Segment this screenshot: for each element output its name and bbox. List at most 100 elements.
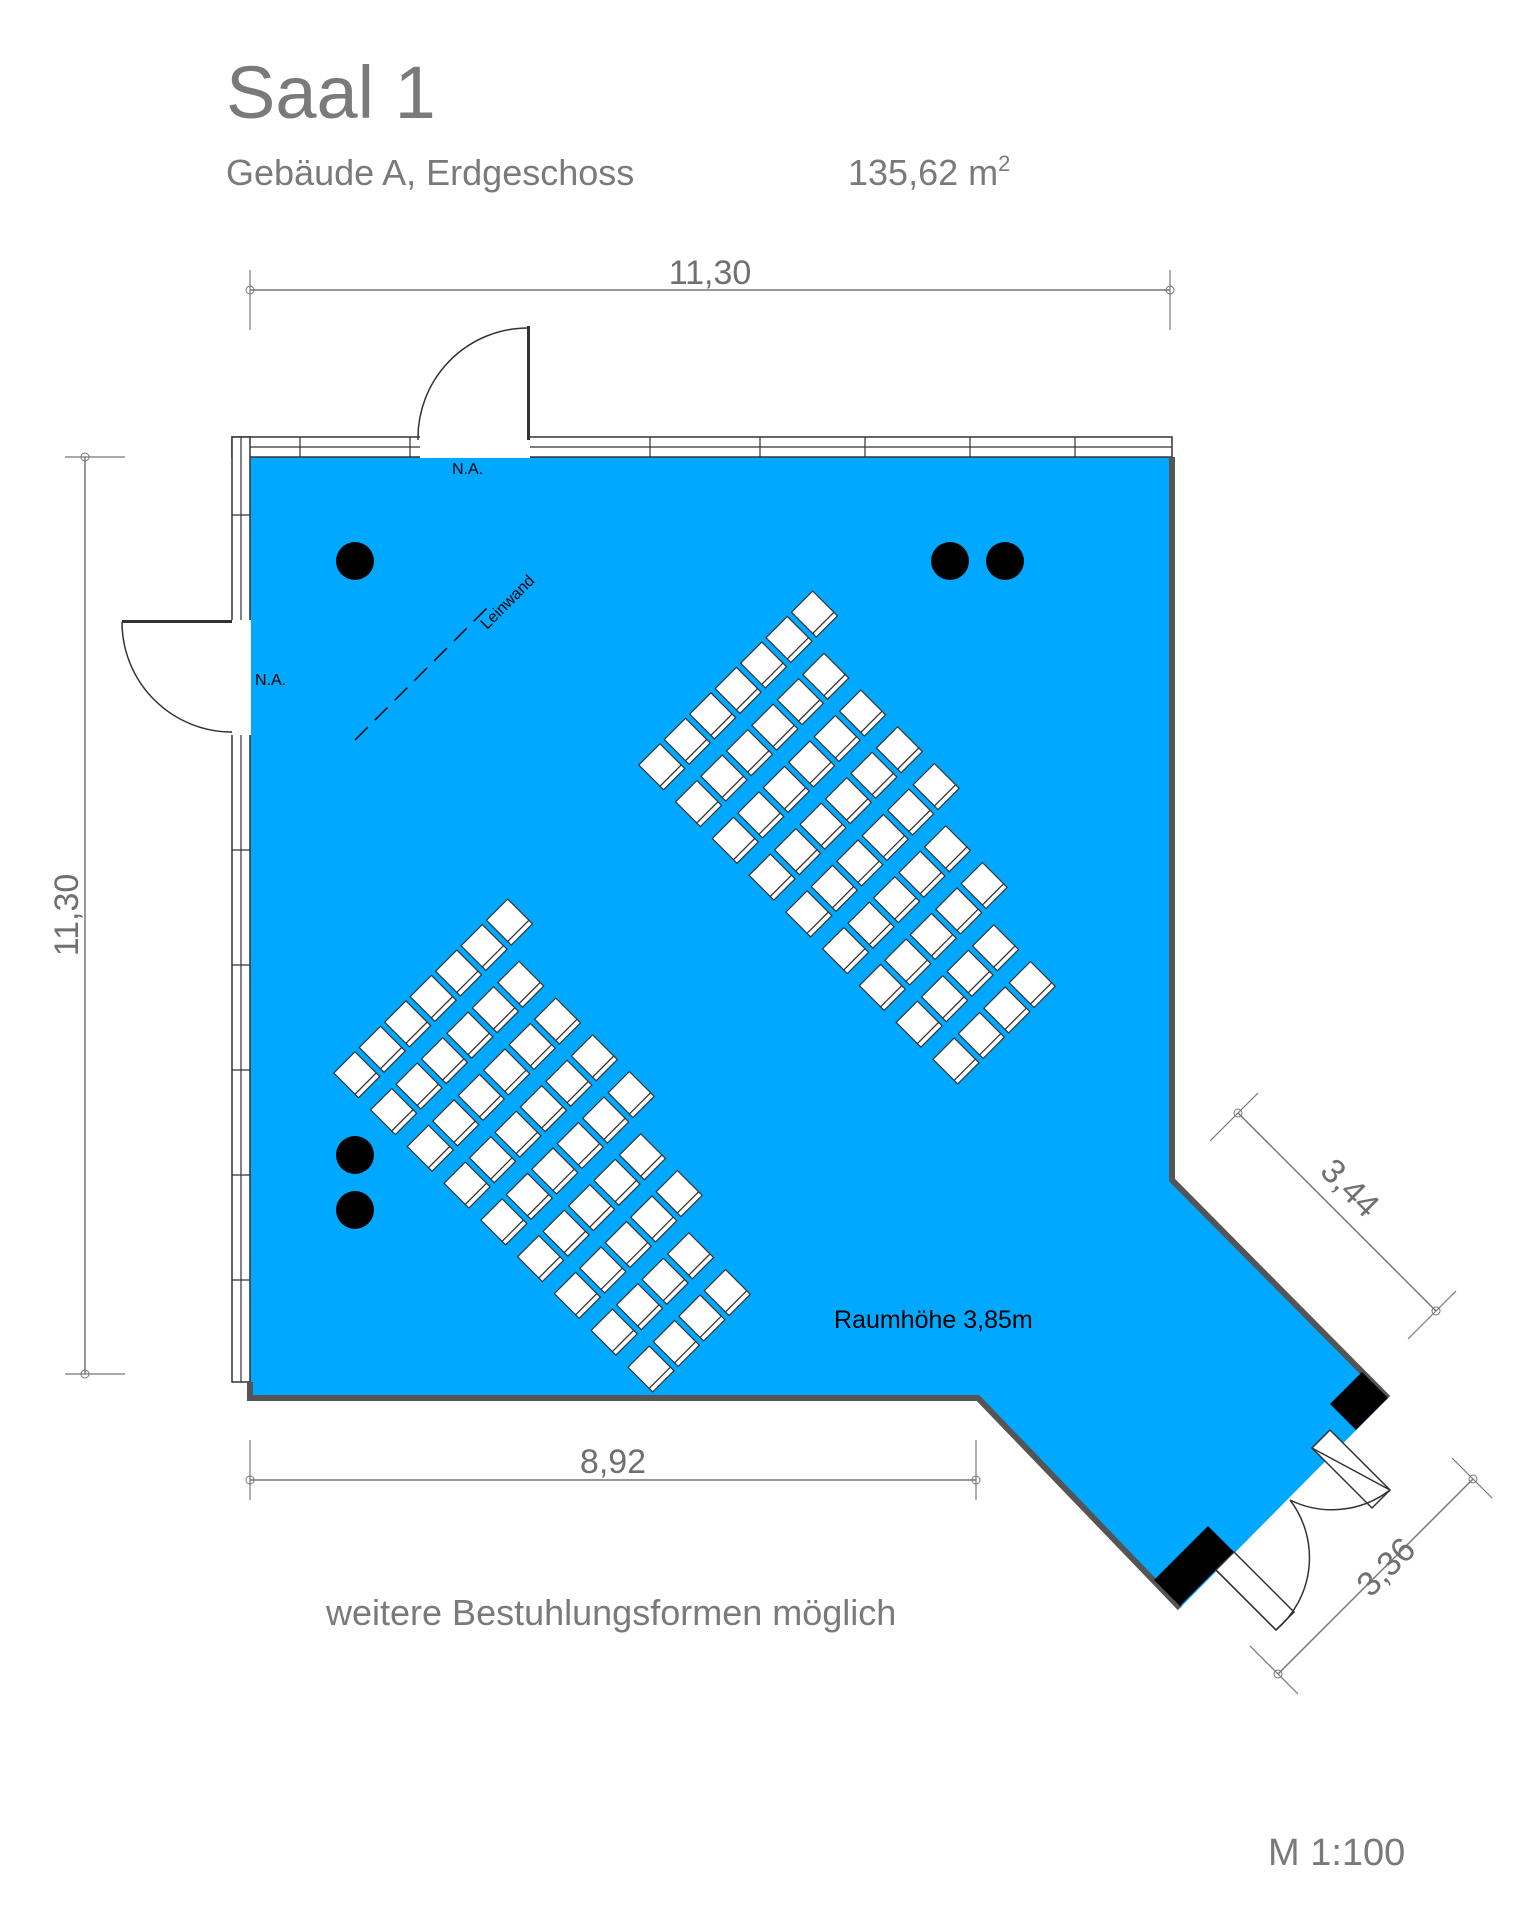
seat xyxy=(909,912,958,961)
seat xyxy=(920,974,969,1023)
door-left-label: N.A. xyxy=(255,672,286,689)
seat xyxy=(875,725,924,774)
seat xyxy=(615,1282,664,1331)
seat xyxy=(471,985,520,1034)
seat xyxy=(1008,960,1057,1009)
seat xyxy=(434,949,483,997)
column xyxy=(986,542,1024,580)
seat xyxy=(629,1195,678,1243)
seat xyxy=(898,850,946,899)
seat xyxy=(773,827,822,876)
seat xyxy=(637,742,686,791)
seat xyxy=(545,1059,593,1108)
seat xyxy=(593,1158,641,1207)
seat xyxy=(960,861,1008,910)
dimension-diagonal-lower-label: 3,36 xyxy=(1349,1530,1423,1604)
seat xyxy=(556,1121,604,1170)
seat xyxy=(652,1319,701,1368)
seat xyxy=(872,875,921,924)
seat xyxy=(494,1110,542,1158)
area-label: 135,62 m2 xyxy=(848,151,1010,193)
room-floor xyxy=(250,457,1388,1608)
seating-block-lower xyxy=(332,898,752,1393)
seat xyxy=(496,960,545,1009)
seat xyxy=(700,754,748,802)
room-height-label: Raumhöhe 3,85m xyxy=(834,1306,1033,1334)
seat xyxy=(485,898,534,946)
seat xyxy=(790,590,839,638)
seat xyxy=(861,813,909,862)
seat xyxy=(711,816,760,865)
seat xyxy=(431,1099,480,1147)
seat xyxy=(934,887,983,935)
column xyxy=(931,542,969,580)
seat xyxy=(457,1073,506,1122)
seat xyxy=(567,1183,616,1232)
seat xyxy=(799,802,847,850)
seat xyxy=(607,1070,655,1119)
scale-label: M 1:100 xyxy=(1268,1832,1405,1874)
seat xyxy=(776,677,825,726)
seat xyxy=(971,923,1020,972)
column xyxy=(336,1136,374,1174)
seat xyxy=(641,1257,689,1306)
seat xyxy=(886,788,935,836)
seat xyxy=(895,1000,943,1048)
seat xyxy=(516,1234,565,1283)
seat xyxy=(835,839,884,887)
seat xyxy=(446,1011,494,1059)
seating-block-upper xyxy=(637,590,1057,1085)
area-value: 135,62 m xyxy=(848,152,998,193)
seat xyxy=(821,926,870,975)
seat xyxy=(579,1246,627,1294)
seat xyxy=(443,1161,491,1209)
page-title: Saal 1 xyxy=(226,51,436,134)
seat xyxy=(751,703,799,751)
seat xyxy=(739,641,788,689)
seat xyxy=(406,1124,455,1173)
seat xyxy=(850,751,898,800)
seat xyxy=(983,986,1031,1034)
seat xyxy=(581,1096,630,1144)
seat xyxy=(824,776,873,825)
seat xyxy=(725,728,774,777)
dimension-top: 11,30 xyxy=(245,254,1175,330)
seat xyxy=(533,997,582,1045)
seat xyxy=(627,1345,675,1393)
seat xyxy=(553,1271,602,1320)
entrance-jambs xyxy=(1154,1372,1388,1606)
seat xyxy=(678,1294,726,1342)
dimension-diagonal-upper-label: 3,44 xyxy=(1313,1151,1387,1225)
seat xyxy=(923,824,972,873)
seat xyxy=(714,666,762,715)
seat xyxy=(762,765,811,814)
seat xyxy=(480,1198,528,1246)
seat xyxy=(813,714,861,763)
seat xyxy=(765,615,813,664)
seat xyxy=(482,1048,531,1096)
seat xyxy=(369,1087,418,1136)
seat xyxy=(460,923,508,972)
seat xyxy=(604,1220,653,1269)
seat xyxy=(748,853,796,901)
seat xyxy=(530,1147,579,1195)
entrance-doors xyxy=(1214,1428,1392,1632)
seat xyxy=(801,652,850,701)
seat xyxy=(383,1000,432,1048)
outer-walls xyxy=(247,457,1391,1611)
door-top: N.A. xyxy=(417,326,530,478)
seat xyxy=(703,1268,752,1317)
seating-note: weitere Bestuhlungsformen möglich xyxy=(325,1592,896,1633)
seat xyxy=(358,1025,407,1074)
seat xyxy=(688,692,737,740)
seat xyxy=(858,963,907,1012)
dimension-bottom: 8,92 xyxy=(245,1440,981,1500)
seat xyxy=(787,740,836,788)
seat xyxy=(785,890,833,938)
seat xyxy=(666,1231,715,1280)
seat xyxy=(409,974,457,1023)
seat xyxy=(420,1036,469,1085)
seat xyxy=(957,1011,1006,1060)
seat xyxy=(932,1037,980,1085)
